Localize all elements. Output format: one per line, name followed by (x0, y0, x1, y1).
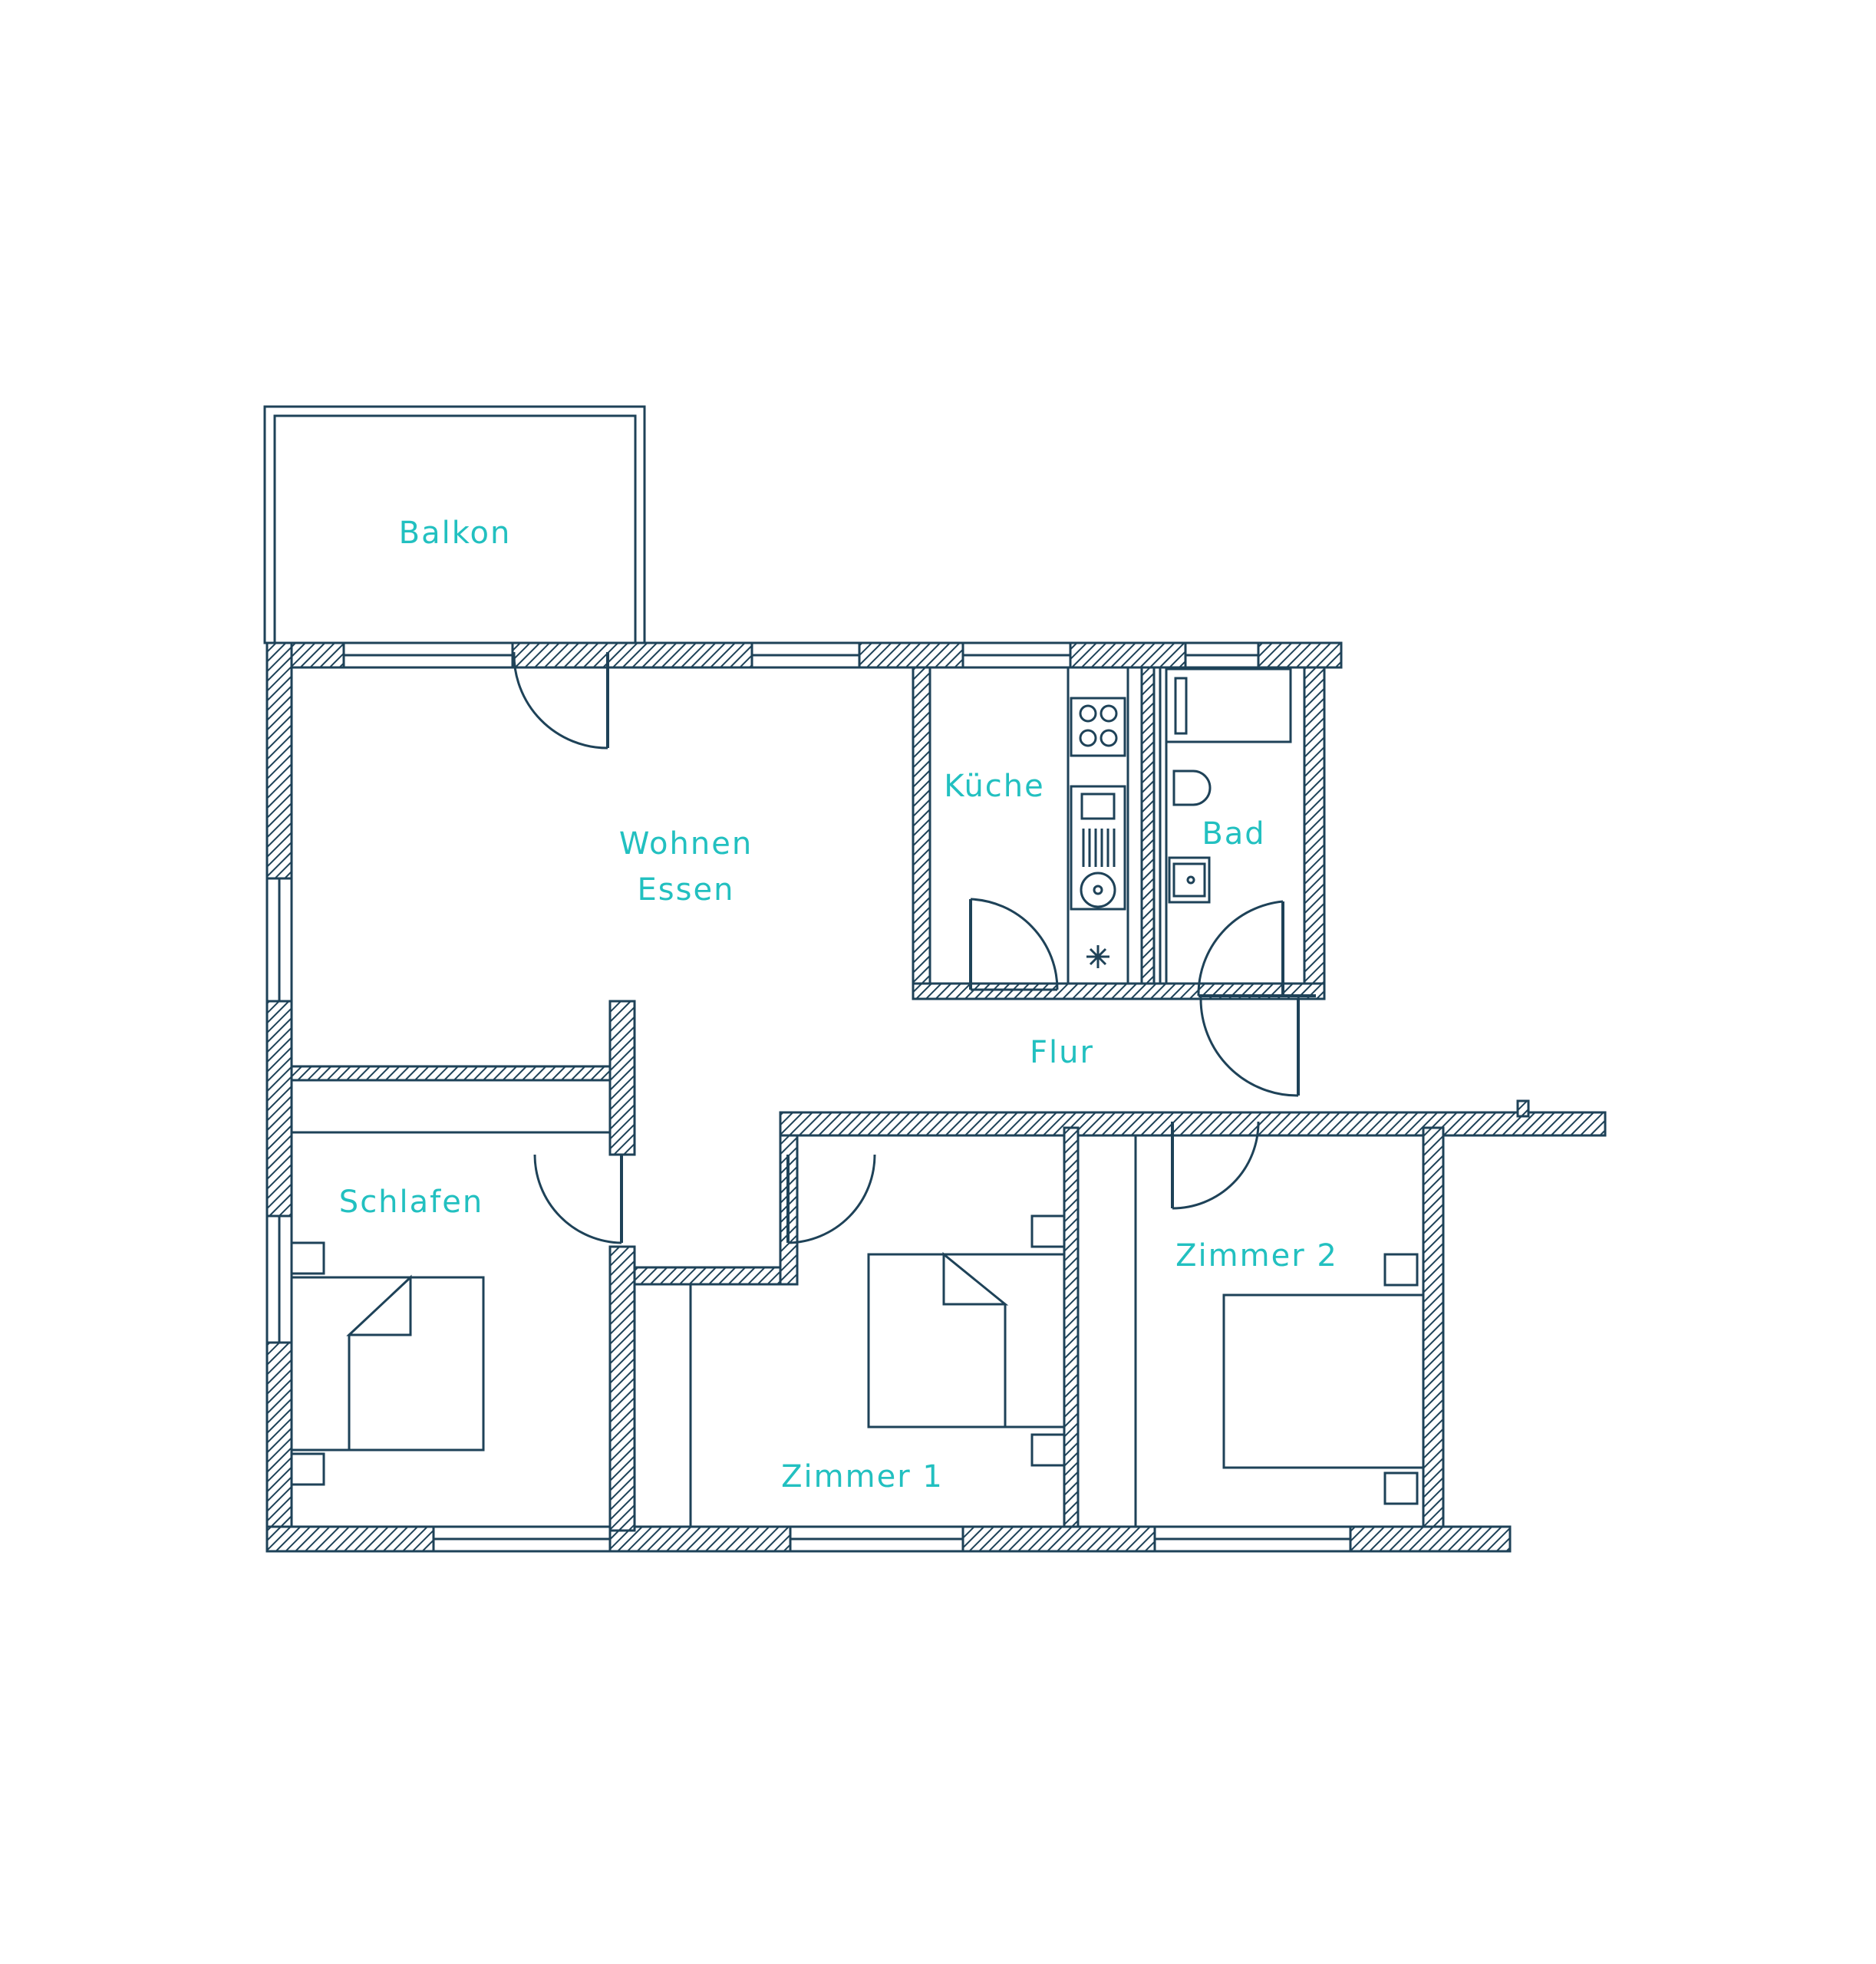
door-balcony (513, 651, 609, 750)
door-flur-right (1199, 998, 1300, 1097)
label-schlafen: Schlafen (339, 1185, 483, 1220)
door-zimmer1 (786, 1154, 876, 1244)
bed-zimmer2 (1222, 1253, 1425, 1505)
bathtub-icon (1165, 667, 1292, 743)
label-balkon: Balkon (399, 516, 512, 551)
label-flur: Flur (1030, 1035, 1094, 1070)
partitions (290, 1079, 1137, 1527)
door-zimmer2 (1171, 1121, 1260, 1210)
kitchen-counter (1067, 666, 1129, 985)
bed-schlafen (290, 1241, 485, 1486)
doors (513, 651, 1316, 1244)
door-bath (1197, 900, 1316, 997)
windows (265, 641, 1352, 1553)
door-schlafen (533, 1154, 623, 1244)
label-zimmer2: Zimmer 2 (1175, 1238, 1338, 1274)
washing-machine-icon (1086, 945, 1109, 968)
label-zimmer1: Zimmer 1 (781, 1459, 944, 1494)
label-bad: Bad (1202, 816, 1265, 852)
label-kueche: Küche (944, 769, 1045, 804)
toilet-icon (1172, 769, 1212, 806)
label-wohnen: Wohnen (619, 826, 753, 862)
door-kitchen (969, 898, 1059, 991)
room-labels: Balkon Wohnen Essen Küche Bad Flur Schla… (339, 516, 1338, 1494)
bed-zimmer1 (867, 1214, 1066, 1467)
bath-fixtures (1159, 666, 1292, 985)
sink-icon (1070, 785, 1126, 911)
stove-icon (1070, 697, 1126, 757)
washbasin-icon (1168, 856, 1211, 904)
label-essen: Essen (638, 872, 735, 908)
